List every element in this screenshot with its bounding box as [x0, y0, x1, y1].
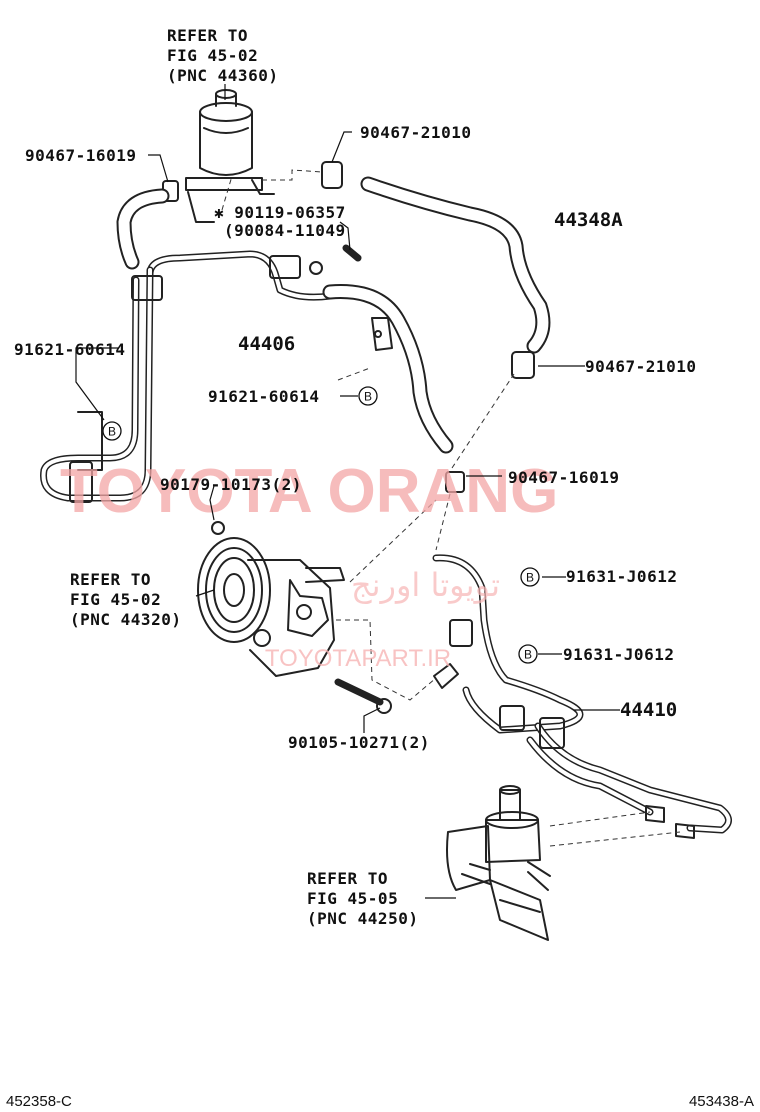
- pump-bolt-drawing: [334, 678, 392, 714]
- part-label-clamp-right[interactable]: 90467-21010: [585, 357, 696, 376]
- reference-gear[interactable]: REFER TO FIG 45-05 (PNC 44250): [307, 869, 418, 928]
- b-marker-3: B: [520, 567, 540, 587]
- reference-gear-line2: FIG 45-05: [307, 889, 398, 908]
- reference-pump-line1: REFER TO: [70, 570, 151, 589]
- reference-reservoir-line2: FIG 45-02: [167, 46, 258, 65]
- reference-reservoir[interactable]: REFER TO FIG 45-02 (PNC 44360): [167, 26, 278, 85]
- reference-gear-line1: REFER TO: [307, 869, 388, 888]
- small-bolt-drawing: [309, 244, 362, 275]
- connection-lines: [221, 169, 681, 847]
- part-label-pipe-pressure[interactable]: 44406: [238, 333, 295, 355]
- part-label-bolt-star[interactable]: ✱ 90119-06357: [214, 203, 346, 222]
- footer-left-code: 452358-C: [6, 1093, 72, 1110]
- tube-assy-drawing: [432, 554, 732, 839]
- watermark-arabic: تويوتا اورنج: [351, 566, 500, 604]
- steering-gear-drawing: [446, 785, 551, 941]
- part-label-nut[interactable]: 90179-10173(2): [160, 475, 302, 494]
- part-label-clamp-top-left[interactable]: 90467-16019: [25, 146, 136, 165]
- reference-pump-line2: FIG 45-02: [70, 590, 161, 609]
- part-label-bolt-alt[interactable]: (90084-11049: [224, 221, 346, 240]
- return-hose-drawing: [360, 176, 551, 354]
- b-marker-3-text: B: [526, 571, 534, 585]
- b-marker-4: B: [518, 644, 538, 664]
- watermark: TOYOTA ORANG تويوتا اورنج TOYOTAPART.IR: [60, 457, 558, 672]
- b-marker-1: B: [102, 421, 122, 441]
- part-label-clamp-top-right[interactable]: 90467-21010: [360, 123, 471, 142]
- part-label-tube-assy[interactable]: 44410: [620, 699, 677, 721]
- watermark-main: TOYOTA ORANG: [60, 457, 558, 526]
- part-label-bolt-left[interactable]: 91621-60614: [14, 340, 125, 359]
- leader-lines: [75, 84, 620, 899]
- b-marker-4-text: B: [524, 648, 532, 662]
- b-marker-1-text: B: [108, 425, 116, 439]
- b-marker-2-text: B: [364, 390, 372, 404]
- part-label-bolt-mid[interactable]: 91621-60614: [208, 387, 319, 406]
- part-label-bolt-b-upper[interactable]: 91631-J0612: [566, 567, 677, 586]
- reference-reservoir-line3: (PNC 44360): [167, 66, 278, 85]
- reference-pump-line3: (PNC 44320): [70, 610, 181, 629]
- b-marker-2: B: [358, 386, 378, 406]
- watermark-site: TOYOTAPART.IR: [265, 645, 451, 672]
- pressure-pipe-drawing: [40, 250, 334, 503]
- pressure-hose-drawing: [322, 284, 454, 454]
- reservoir-hose-drawing: [116, 188, 170, 270]
- footer-right-code: 453438-A: [689, 1093, 754, 1110]
- reservoir-drawing: [185, 89, 275, 223]
- part-label-bolt-pump[interactable]: 90105-10271(2): [288, 733, 430, 752]
- part-label-bolt-b-lower[interactable]: 91631-J0612: [563, 645, 674, 664]
- part-label-clamp-mid[interactable]: 90467-16019: [508, 468, 619, 487]
- reference-gear-line3: (PNC 44250): [307, 909, 418, 928]
- reference-pump[interactable]: REFER TO FIG 45-02 (PNC 44320): [70, 570, 181, 629]
- reference-reservoir-line1: REFER TO: [167, 26, 248, 45]
- part-label-hose-return[interactable]: 44348A: [554, 209, 623, 231]
